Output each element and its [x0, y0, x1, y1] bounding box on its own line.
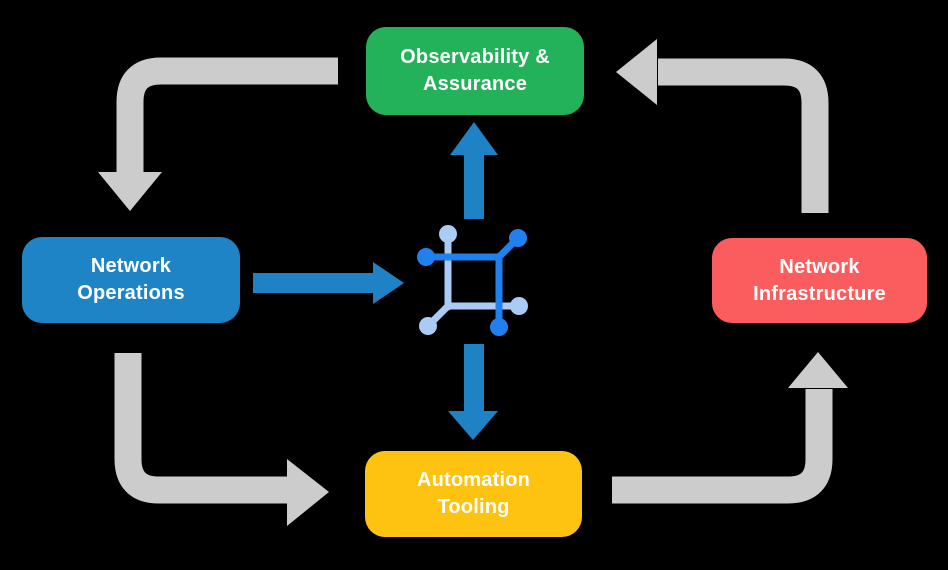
network-fabric-light-branches	[419, 225, 528, 335]
flow-arrow-center-to-automation	[448, 344, 498, 440]
cycle-arrow-shaft	[114, 353, 288, 504]
cycle-arrowhead-left-icon	[616, 39, 657, 105]
cycle-arrowhead-up-icon	[788, 352, 848, 388]
cycle-arrow-shaft	[116, 57, 338, 173]
icon-node-dot	[490, 318, 508, 336]
icon-node-dot	[510, 297, 528, 315]
icon-node-dot	[417, 248, 435, 266]
cycle-arrow-observability-to-operations	[98, 57, 338, 211]
node-network-operations: Network Operations	[22, 237, 240, 323]
flow-arrow-operations-to-center	[253, 262, 404, 304]
cycle-arrowhead-down-icon	[98, 172, 162, 211]
cycle-arrow-shaft	[612, 389, 833, 504]
node-observability-assurance: Observability & Assurance	[366, 27, 584, 115]
network-fabric-icon	[417, 225, 528, 336]
flow-arrow-center-to-observability	[450, 122, 498, 219]
cycle-arrowhead-right-icon	[287, 459, 329, 526]
cycle-arrow-automation-to-infrastructure	[612, 352, 848, 504]
node-label: Network Operations	[77, 255, 185, 304]
node-label: Network Infrastructure	[753, 255, 886, 305]
flow-arrowhead-up-icon	[450, 122, 498, 155]
icon-node-dot	[509, 229, 527, 247]
node-label: Automation Tooling	[416, 469, 531, 518]
icon-node-dot	[439, 225, 457, 243]
cycle-arrow-infrastructure-to-observability	[616, 39, 829, 213]
cycle-arrow-shaft	[658, 58, 829, 213]
network-fabric-dark-branches	[417, 229, 527, 336]
cycle-arrow-operations-to-automation	[114, 353, 329, 526]
node-automation-tooling: Automation Tooling	[365, 451, 582, 537]
flow-arrowhead-down-icon	[448, 411, 498, 440]
node-network-infrastructure: Network Infrastructure	[712, 238, 927, 323]
flow-arrowhead-right-icon	[373, 262, 404, 304]
node-label: Observability & Assurance	[400, 46, 550, 95]
icon-node-dot	[419, 317, 437, 335]
